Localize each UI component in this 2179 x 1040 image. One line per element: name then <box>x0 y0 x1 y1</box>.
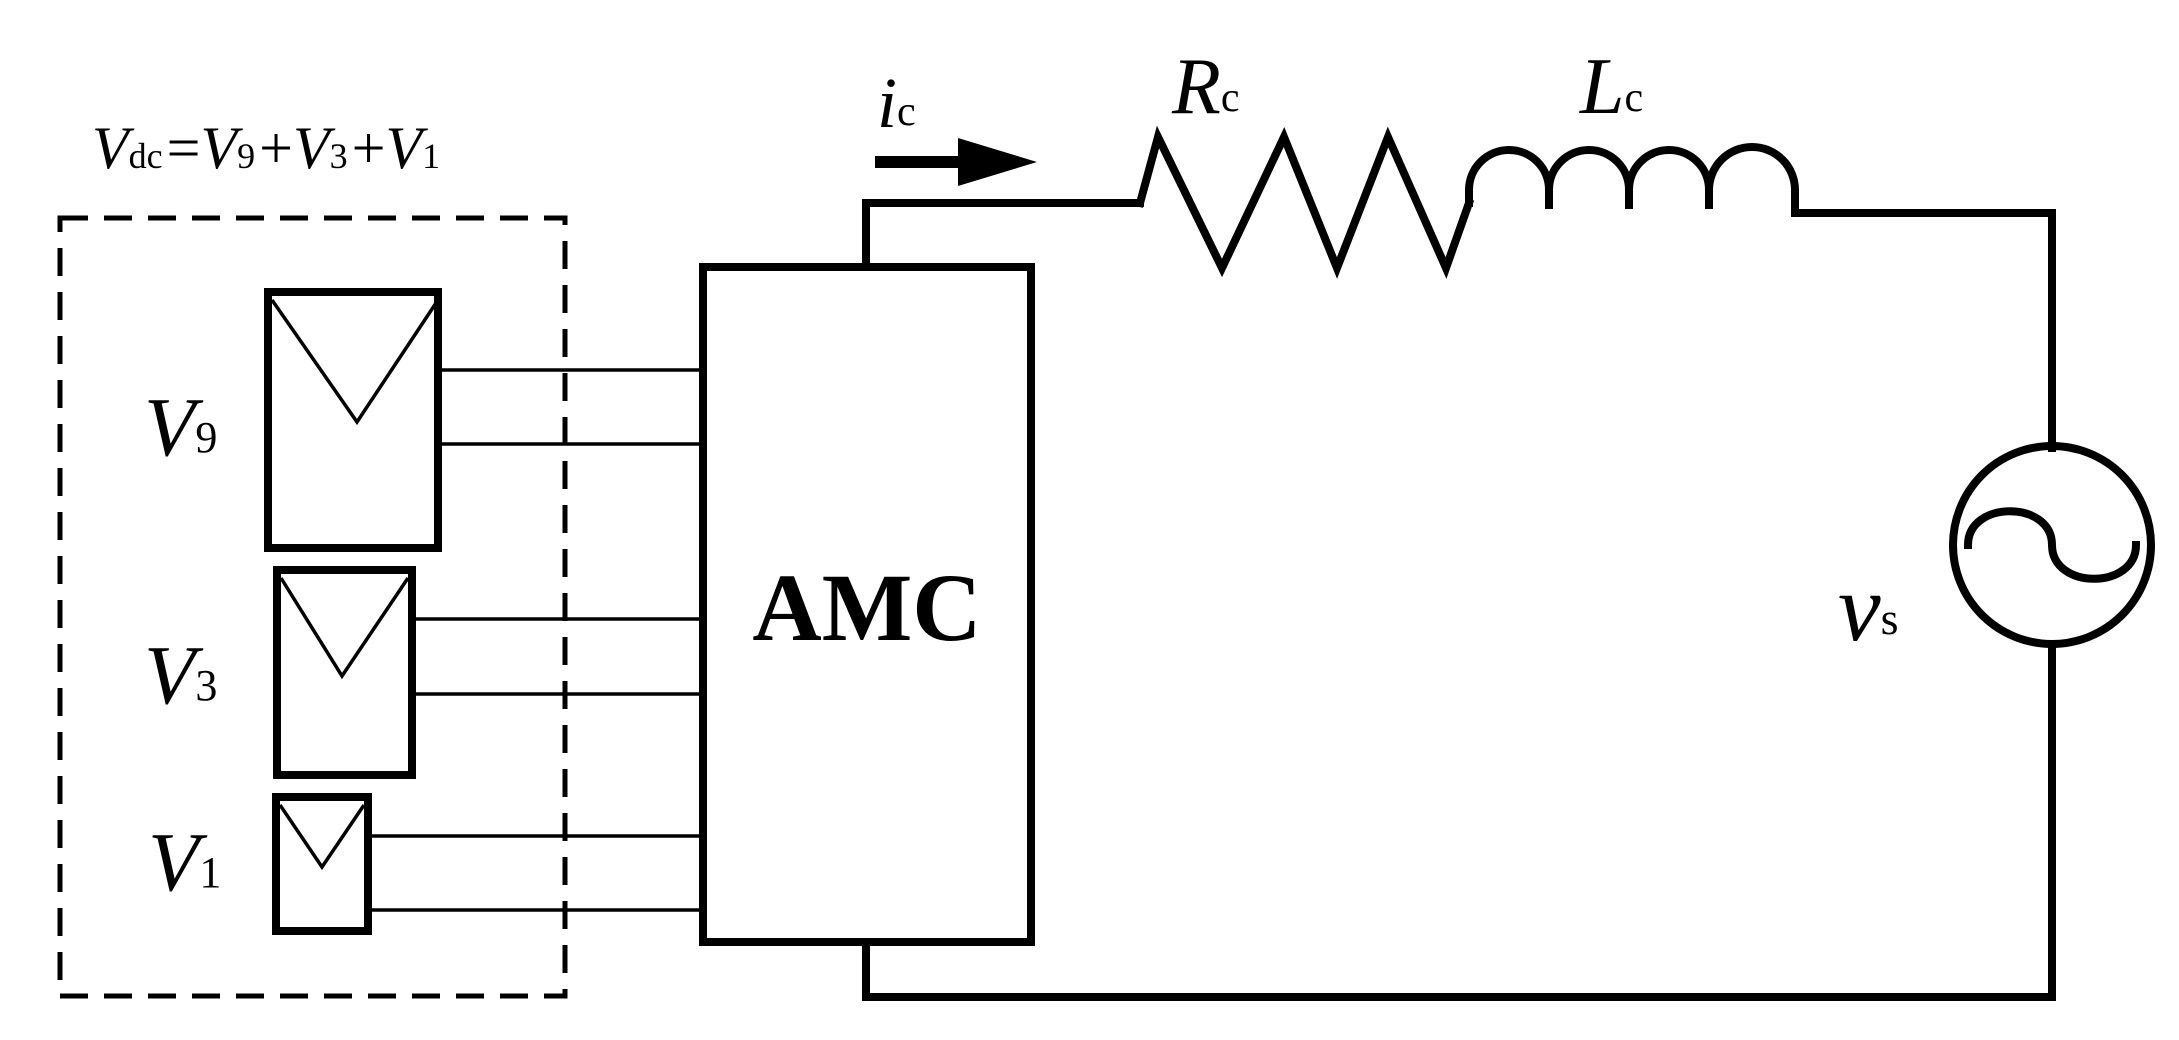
output-wire-top <box>862 199 1144 271</box>
current-arrow <box>875 138 1037 186</box>
resistor-rc <box>1135 125 1475 279</box>
right-wire <box>1791 209 2056 452</box>
source-label-v9: V9 <box>144 381 217 474</box>
resistor-label: Rc <box>1171 43 1240 131</box>
pv-source-v9 <box>264 288 702 552</box>
amc-label: AMC <box>752 554 981 661</box>
dc-source-group-box <box>57 215 568 999</box>
current-label: ic <box>877 63 916 143</box>
pv-panel-icon <box>264 288 442 552</box>
pv-source-v3 <box>273 566 702 779</box>
ac-source-circle <box>1949 442 2155 648</box>
pv-panel-icon <box>273 566 416 779</box>
pv-diagonal-icon <box>278 804 366 871</box>
pv-panel-icon <box>272 793 372 935</box>
ac-source-label: vs <box>1838 554 1899 661</box>
output-wire-return <box>862 646 2056 1001</box>
source-label-v3: V3 <box>144 629 217 722</box>
pv-diagonal-icon <box>279 577 410 680</box>
sine-wave-icon <box>1963 507 2141 583</box>
source-label-v1: V1 <box>148 816 221 909</box>
pv-diagonal-icon <box>270 298 440 426</box>
pv-source-v1 <box>272 793 702 935</box>
inductor-label: Lc <box>1579 43 1643 131</box>
dc-bus-equation: Vdc=V9+V3+V1 <box>92 115 440 181</box>
